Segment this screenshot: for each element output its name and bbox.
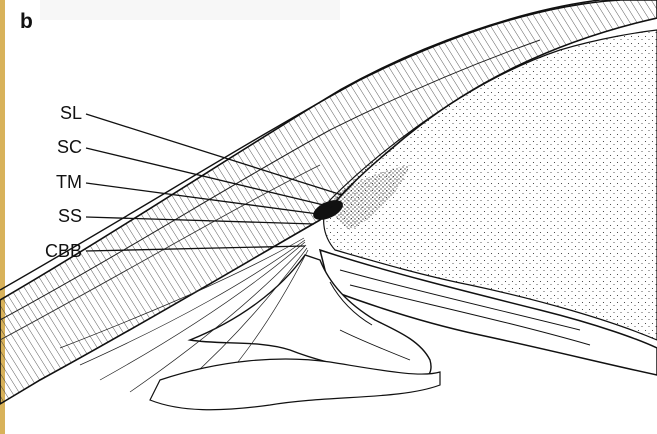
label-sc: SC (22, 138, 82, 156)
panel-letter: b (20, 10, 33, 34)
label-ss: SS (22, 207, 82, 225)
background-texture (40, 0, 340, 20)
label-cbb: CBB (22, 242, 82, 260)
label-tm: TM (22, 173, 82, 191)
label-sl: SL (22, 104, 82, 122)
